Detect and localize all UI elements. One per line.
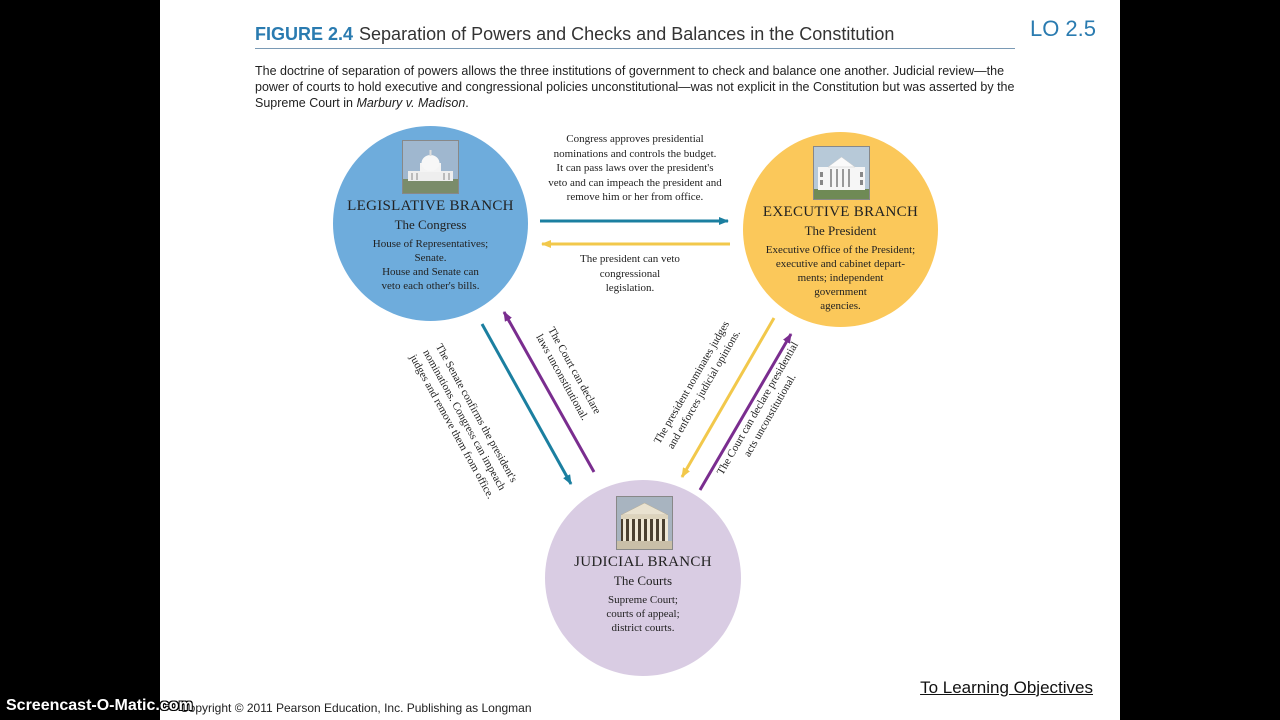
title-divider: [255, 48, 1015, 49]
executive-desc-line: government: [814, 286, 867, 298]
check-text-line: legislation.: [605, 282, 655, 294]
check-text-line: The president can veto: [580, 253, 680, 265]
legislative-desc-line: House and Senate can: [382, 266, 479, 278]
check-text-line: nominations and controls the budget.: [553, 147, 717, 160]
lo-label: LO 2.5: [1029, 16, 1096, 41]
legislative-branch-subtitle: The Congress: [394, 217, 467, 232]
check-arrows: [480, 217, 793, 491]
screencast-watermark: Screencast-O-Matic.com: [6, 697, 193, 714]
check-congress-on-president: Congress approves presidential nominatio…: [535, 132, 735, 205]
figure-title-text: Separation of Powers and Checks and Bala…: [359, 24, 895, 44]
legislative-branch-description: House of Representatives; Senate. House …: [333, 237, 528, 293]
judicial-branch-description: Supreme Court; courts of appeal; distric…: [545, 593, 741, 635]
copyright-notice: Copyright © 2011 Pearson Education, Inc.…: [180, 701, 532, 715]
capitol-building-icon: [402, 140, 459, 194]
caption-end: .: [465, 96, 469, 110]
legislative-desc-line: veto each other's bills.: [381, 280, 480, 292]
check-text-line: It can pass laws over the president's: [556, 162, 714, 174]
executive-branch-description: Executive Office of the President; execu…: [743, 243, 938, 313]
executive-branch-circle: EXECUTIVE BRANCH The President Executive…: [743, 132, 938, 327]
figure-caption: The doctrine of separation of powers all…: [255, 63, 1025, 111]
executive-desc-line: Executive Office of the President;: [765, 244, 916, 256]
check-text-line: congressional: [599, 267, 661, 280]
caption-case-name: Marbury v. Madison: [356, 96, 466, 110]
judicial-desc-line: district courts.: [611, 622, 675, 634]
legislative-desc-line: House of Representatives;: [372, 238, 489, 250]
judicial-branch-circle: JUDICIAL BRANCH The Courts Supreme Court…: [545, 480, 741, 676]
legislative-branch-name: LEGISLATIVE BRANCH: [347, 198, 514, 214]
executive-desc-line: ments; independent: [797, 272, 884, 284]
white-house-icon: [813, 146, 870, 200]
executive-desc-line: executive and cabinet depart-: [775, 258, 906, 270]
caption-text: The doctrine of separation of powers all…: [255, 64, 1015, 110]
check-text-line: veto and can impeach the president and: [548, 176, 722, 189]
legislative-desc-line: Senate.: [414, 252, 447, 264]
arrow-courts-to-congress: [502, 311, 596, 473]
judicial-desc-line: courts of appeal;: [606, 608, 680, 620]
judicial-branch-subtitle: The Courts: [613, 573, 673, 588]
judicial-desc-line: Supreme Court;: [608, 594, 678, 606]
check-text-line: Congress approves presidential: [566, 133, 704, 145]
supreme-court-building-icon: [616, 496, 673, 550]
legislative-branch-circle: LEGISLATIVE BRANCH The Congress House of…: [333, 126, 528, 321]
arrow-president-to-courts: [680, 317, 776, 478]
arrow-courts-to-president: [698, 333, 793, 491]
check-text-line: remove him or her from office.: [566, 191, 704, 203]
executive-desc-line: agencies.: [820, 300, 861, 312]
executive-branch-subtitle: The President: [804, 223, 877, 238]
judicial-branch-name: JUDICIAL BRANCH: [574, 554, 712, 570]
check-president-on-congress: The president can veto congressional leg…: [555, 252, 705, 296]
to-learning-objectives-link[interactable]: To Learning Objectives: [920, 678, 1093, 697]
arrow-congress-to-courts: [480, 323, 573, 485]
figure-number: FIGURE 2.4: [255, 24, 354, 44]
executive-branch-name: EXECUTIVE BRANCH: [762, 204, 919, 220]
